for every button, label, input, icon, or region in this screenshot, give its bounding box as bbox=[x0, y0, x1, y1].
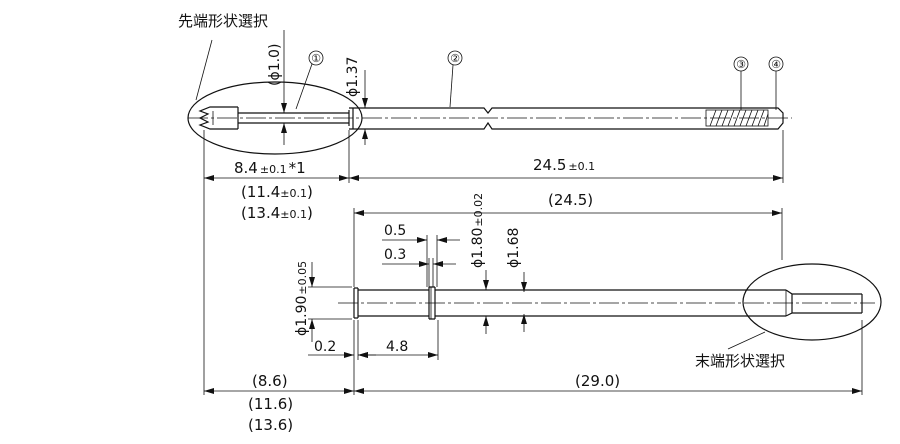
callout-4: ④ bbox=[768, 56, 784, 110]
dim-ref-29-0: (29.0) bbox=[354, 372, 862, 394]
svg-text:(8.6): (8.6) bbox=[252, 372, 288, 390]
svg-text:④: ④ bbox=[771, 58, 781, 71]
svg-text:(11.6): (11.6) bbox=[248, 395, 293, 413]
dim-phi-1-90: ϕ1.90±0.05 bbox=[294, 261, 352, 342]
dim-24-5: 24.5±0.1 bbox=[349, 156, 783, 181]
tip-select-note: 先端形状選択 bbox=[178, 12, 268, 30]
svg-text:(11.4±0.1): (11.4±0.1) bbox=[241, 183, 313, 201]
dim-4-8: 4.8 bbox=[358, 339, 438, 358]
svg-text:①: ① bbox=[311, 52, 321, 65]
barrel-view: (24.5) 末端形状選択 0.5 0.3 bbox=[204, 191, 882, 434]
dim-ref-8-6: (8.6) (11.6) (13.6) bbox=[204, 372, 354, 434]
svg-text:8.4±0.1*1: 8.4±0.1*1 bbox=[234, 159, 306, 177]
svg-text:ϕ1.37: ϕ1.37 bbox=[345, 57, 361, 97]
svg-text:ϕ1.90±0.05: ϕ1.90±0.05 bbox=[294, 261, 310, 336]
svg-text:ϕ1.68: ϕ1.68 bbox=[506, 228, 522, 268]
svg-text:(ϕ1.0): (ϕ1.0) bbox=[267, 44, 283, 86]
plunger-view: 先端形状選択 ① ② ③ ④ (ϕ1.0) bbox=[178, 12, 792, 395]
plunger-body bbox=[349, 107, 784, 130]
dim-0-2: 0.2 bbox=[308, 339, 376, 358]
svg-text:③: ③ bbox=[736, 58, 746, 71]
end-selection-ellipse bbox=[742, 263, 882, 341]
dim-0-3: 0.3 bbox=[382, 247, 456, 287]
dim-phi-1-80: ϕ1.80±0.02 bbox=[470, 193, 489, 334]
svg-text:ϕ1.80±0.02: ϕ1.80±0.02 bbox=[470, 193, 486, 268]
svg-text:4.8: 4.8 bbox=[386, 339, 408, 355]
svg-text:(13.6): (13.6) bbox=[248, 416, 293, 434]
dim-13-4: (13.4±0.1) bbox=[241, 204, 313, 222]
dim-11-4: (11.4±0.1) bbox=[241, 183, 313, 201]
svg-text:0.2: 0.2 bbox=[314, 339, 336, 355]
svg-text:②: ② bbox=[450, 52, 460, 65]
tip-shaft bbox=[238, 112, 349, 124]
callout-1: ① bbox=[295, 50, 324, 110]
svg-text:(24.5): (24.5) bbox=[548, 191, 593, 209]
svg-text:0.5: 0.5 bbox=[384, 223, 406, 239]
end-select-note: 末端形状選択 bbox=[695, 352, 785, 370]
callout-2: ② bbox=[447, 50, 463, 108]
dim-ref-24-5: (24.5) bbox=[353, 191, 783, 287]
svg-text:0.3: 0.3 bbox=[384, 247, 406, 263]
dim-phi-1-0: (ϕ1.0) bbox=[267, 30, 287, 145]
tip-selection-ellipse bbox=[187, 81, 363, 155]
crown-tip bbox=[198, 106, 238, 130]
svg-text:(29.0): (29.0) bbox=[575, 372, 620, 390]
dim-phi-1-68: ϕ1.68 bbox=[506, 228, 527, 332]
svg-text:24.5±0.1: 24.5±0.1 bbox=[533, 156, 595, 174]
svg-text:(13.4±0.1): (13.4±0.1) bbox=[241, 204, 313, 222]
dim-8-4: 8.4±0.1*1 bbox=[204, 159, 349, 181]
dim-phi-1-37: ϕ1.37 bbox=[345, 57, 368, 145]
callout-3: ③ bbox=[733, 56, 749, 110]
barrel-body bbox=[353, 286, 863, 320]
knurl-section bbox=[705, 109, 769, 127]
